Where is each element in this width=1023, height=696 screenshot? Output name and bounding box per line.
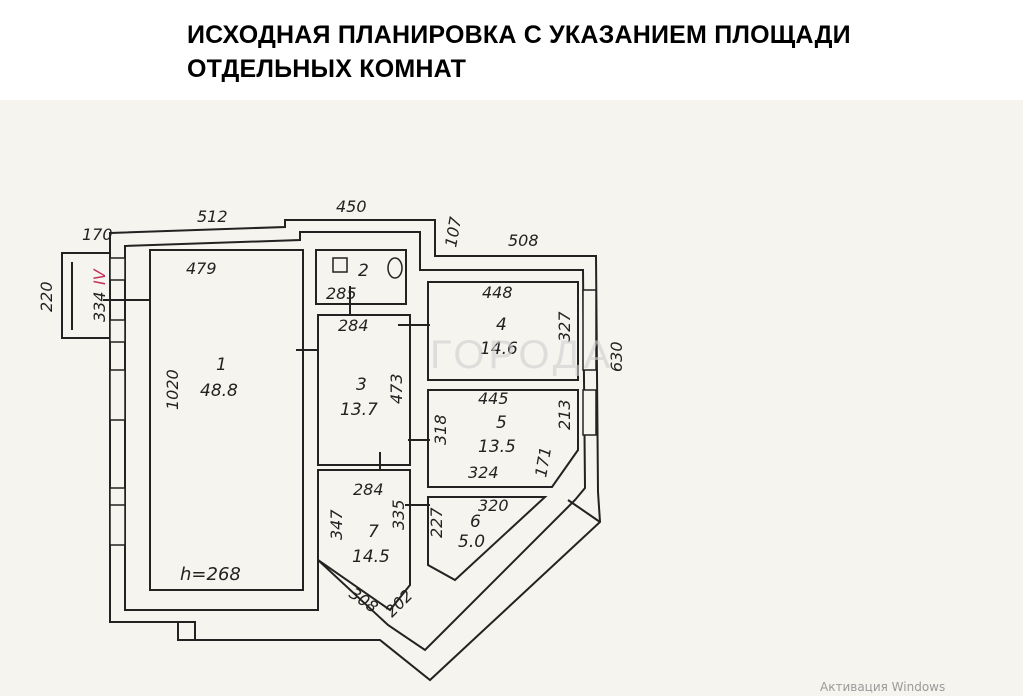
- entry-stub: [177, 622, 195, 641]
- room-1-number: 1: [216, 355, 227, 375]
- dim-171: 171: [531, 445, 555, 478]
- dim-630: 630: [607, 341, 626, 372]
- window-left-5: [109, 504, 126, 546]
- room-4-outline: [427, 281, 579, 381]
- room-7-outline: [317, 469, 411, 612]
- room-7-area: 14.5: [352, 547, 390, 567]
- dim-1020: 1020: [163, 369, 182, 410]
- title-line-1: ИСХОДНАЯ ПЛАНИРОВКА С УКАЗАНИЕМ ПЛОЩАДИ: [187, 21, 851, 49]
- outer-wall-outer: [109, 219, 602, 682]
- angled-tail: [567, 499, 601, 523]
- dim-445: 445: [478, 389, 509, 408]
- room-4-area: 14.6: [480, 339, 518, 359]
- dim-347: 347: [327, 509, 346, 540]
- room-3-area: 13.7: [340, 400, 378, 420]
- dim-320: 320: [478, 496, 509, 515]
- balcony-mark: IV: [90, 268, 109, 285]
- site-watermark: ГОРОДА: [430, 333, 614, 377]
- room-1-area: 48.8: [200, 381, 238, 401]
- outer-wall-inner: [124, 231, 587, 652]
- dim-318: 318: [431, 414, 450, 445]
- room-2-number: 2: [358, 261, 369, 281]
- window-right-1: [582, 289, 597, 371]
- dim-284-a: 284: [338, 316, 369, 335]
- title-background: [0, 0, 1023, 100]
- ceiling-height: h=268: [180, 564, 241, 585]
- room-6-area: 5.0: [458, 532, 485, 552]
- window-left-3: [109, 369, 126, 421]
- room-7-number: 7: [368, 522, 379, 542]
- room-5-outline: [427, 389, 579, 488]
- dim-324: 324: [468, 463, 499, 482]
- window-right-2: [582, 389, 597, 436]
- dim-284-b: 284: [353, 480, 384, 499]
- room-2-outline: [315, 249, 407, 305]
- room-6-number: 6: [470, 512, 481, 532]
- dim-450: 450: [336, 197, 367, 216]
- sink-icon: [332, 257, 348, 273]
- dim-285: 285: [326, 284, 357, 303]
- dim-170: 170: [82, 225, 113, 244]
- room-6-outline: [427, 496, 548, 582]
- dim-512: 512: [197, 207, 228, 226]
- room-3-number: 3: [356, 375, 367, 395]
- dim-508: 508: [508, 231, 539, 250]
- room-5-number: 5: [496, 413, 507, 433]
- toilet-icon: [387, 257, 403, 279]
- dim-213: 213: [555, 399, 574, 430]
- room-4-number: 4: [496, 315, 507, 335]
- window-left-2: [109, 319, 126, 343]
- os-watermark: Активация Windows: [820, 680, 946, 694]
- window-left-1: [109, 257, 126, 281]
- dim-335: 335: [389, 499, 408, 530]
- dim-107: 107: [441, 215, 465, 249]
- dim-334: 334: [90, 291, 109, 322]
- room-3-outline: [317, 314, 411, 466]
- balcony-outline: [61, 252, 111, 339]
- dim-220: 220: [37, 281, 56, 312]
- dim-473: 473: [387, 373, 406, 404]
- dim-448: 448: [482, 283, 513, 302]
- page-title: ИСХОДНАЯ ПЛАНИРОВКА С УКАЗАНИЕМ ПЛОЩАДИ …: [187, 18, 851, 86]
- title-line-2: ОТДЕЛЬНЫХ КОМНАТ: [187, 55, 467, 83]
- room-1-outline: [149, 249, 304, 591]
- dim-202: 202: [381, 586, 416, 621]
- dim-327: 327: [555, 311, 574, 342]
- dim-479: 479: [186, 259, 217, 278]
- dim-227: 227: [427, 507, 446, 538]
- room-5-area: 13.5: [478, 437, 516, 457]
- dim-308: 308: [346, 584, 382, 617]
